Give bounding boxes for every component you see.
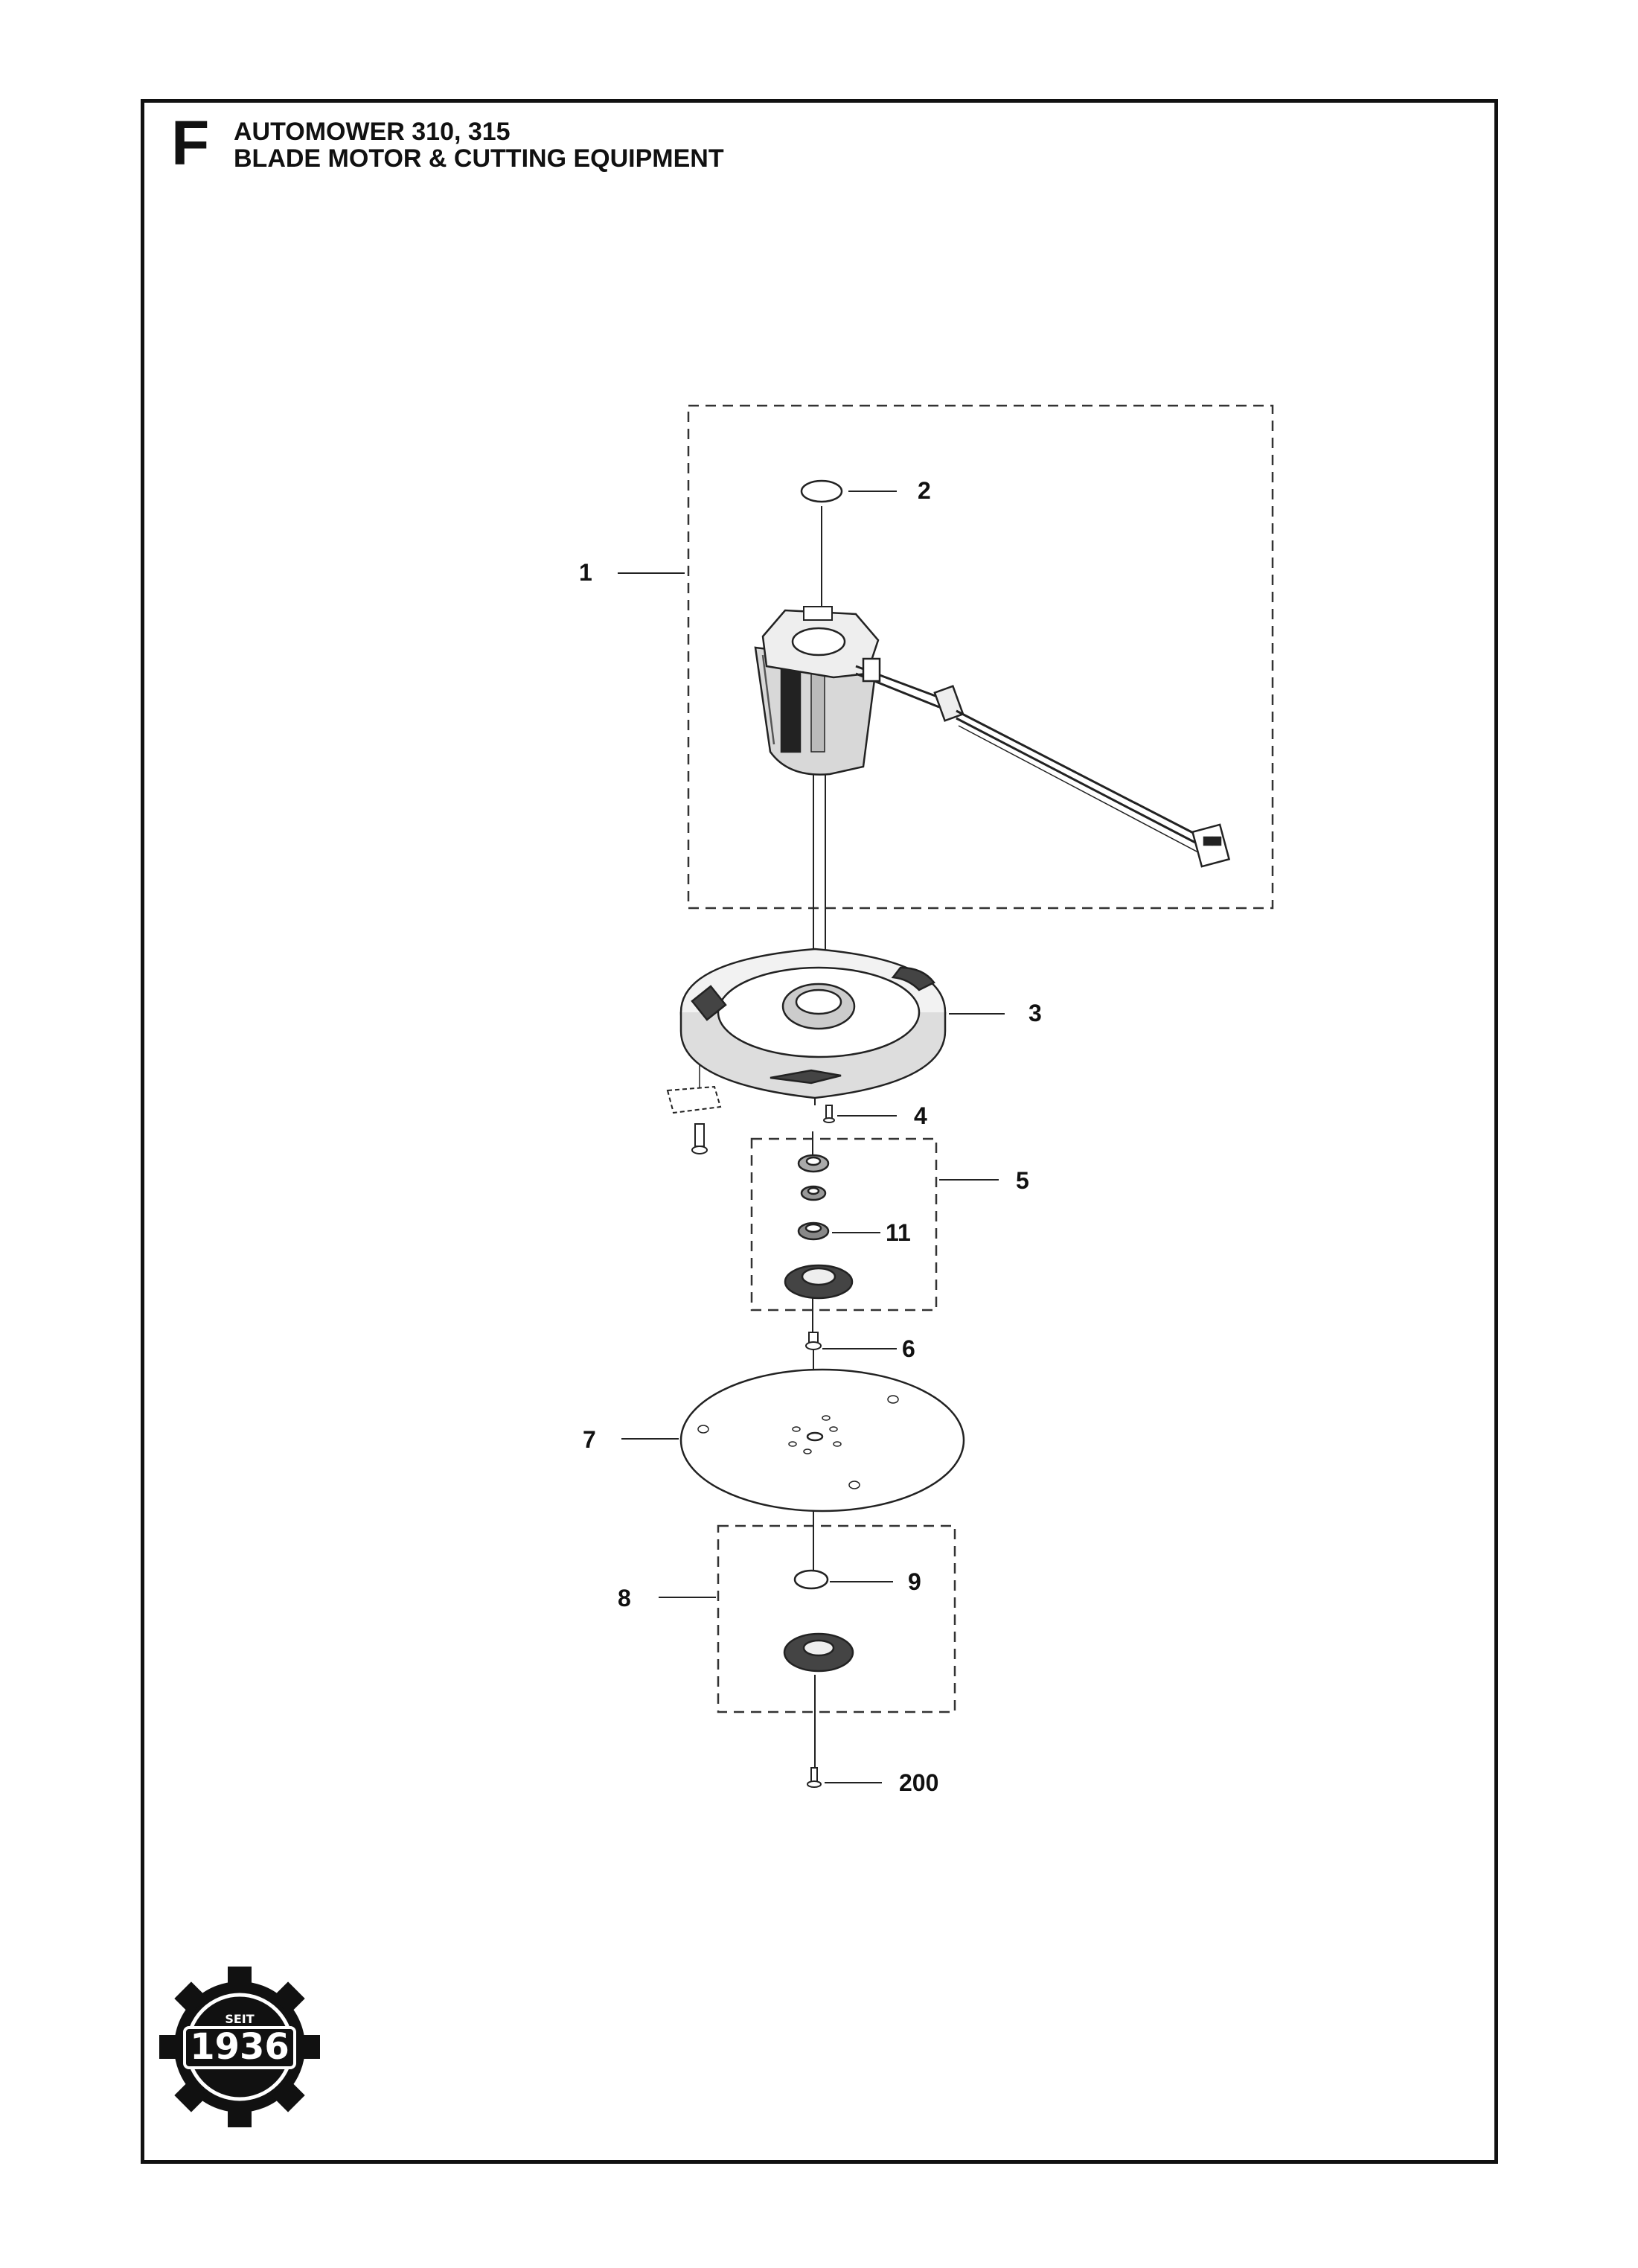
assembly-title: BLADE MOTOR & CUTTING EQUIPMENT [234, 144, 724, 173]
group-box-bearing [750, 1137, 938, 1312]
side-screw [666, 1085, 722, 1154]
callout-7: 7 [583, 1426, 596, 1453]
ring-9 [793, 1569, 829, 1590]
bearing-set [784, 1154, 854, 1300]
callout-8: 8 [618, 1585, 631, 1611]
group-box-motor [687, 404, 1274, 910]
callout-4: 4 [914, 1102, 927, 1129]
model-title: AUTOMOWER 310, 315 [234, 118, 511, 146]
svg-text:SEIT: SEIT [225, 2012, 254, 2026]
callout-3: 3 [1028, 1000, 1042, 1026]
section-letter: F [171, 108, 210, 178]
callout-11: 11 [886, 1219, 911, 1246]
callout-6: 6 [902, 1335, 915, 1362]
cutting-disc [679, 1368, 965, 1512]
screw-4 [823, 1105, 835, 1123]
blade-guard-disc [679, 948, 947, 1099]
blade-hub [783, 1632, 854, 1673]
callout-9: 9 [908, 1568, 921, 1595]
gear-stamp-icon: SEIT 1936 [159, 1967, 320, 2127]
svg-text:1936: 1936 [190, 2026, 289, 2068]
nut-6 [805, 1332, 822, 1350]
page-frame [141, 99, 1498, 2164]
group-box-hub [717, 1524, 956, 1713]
callout-2: 2 [918, 477, 931, 504]
callout-200: 200 [899, 1769, 938, 1796]
callout-1: 1 [579, 559, 592, 586]
o-ring-part [800, 479, 843, 503]
screw-200 [807, 1767, 822, 1788]
blade-motor [754, 606, 1231, 868]
callout-5: 5 [1016, 1167, 1029, 1194]
